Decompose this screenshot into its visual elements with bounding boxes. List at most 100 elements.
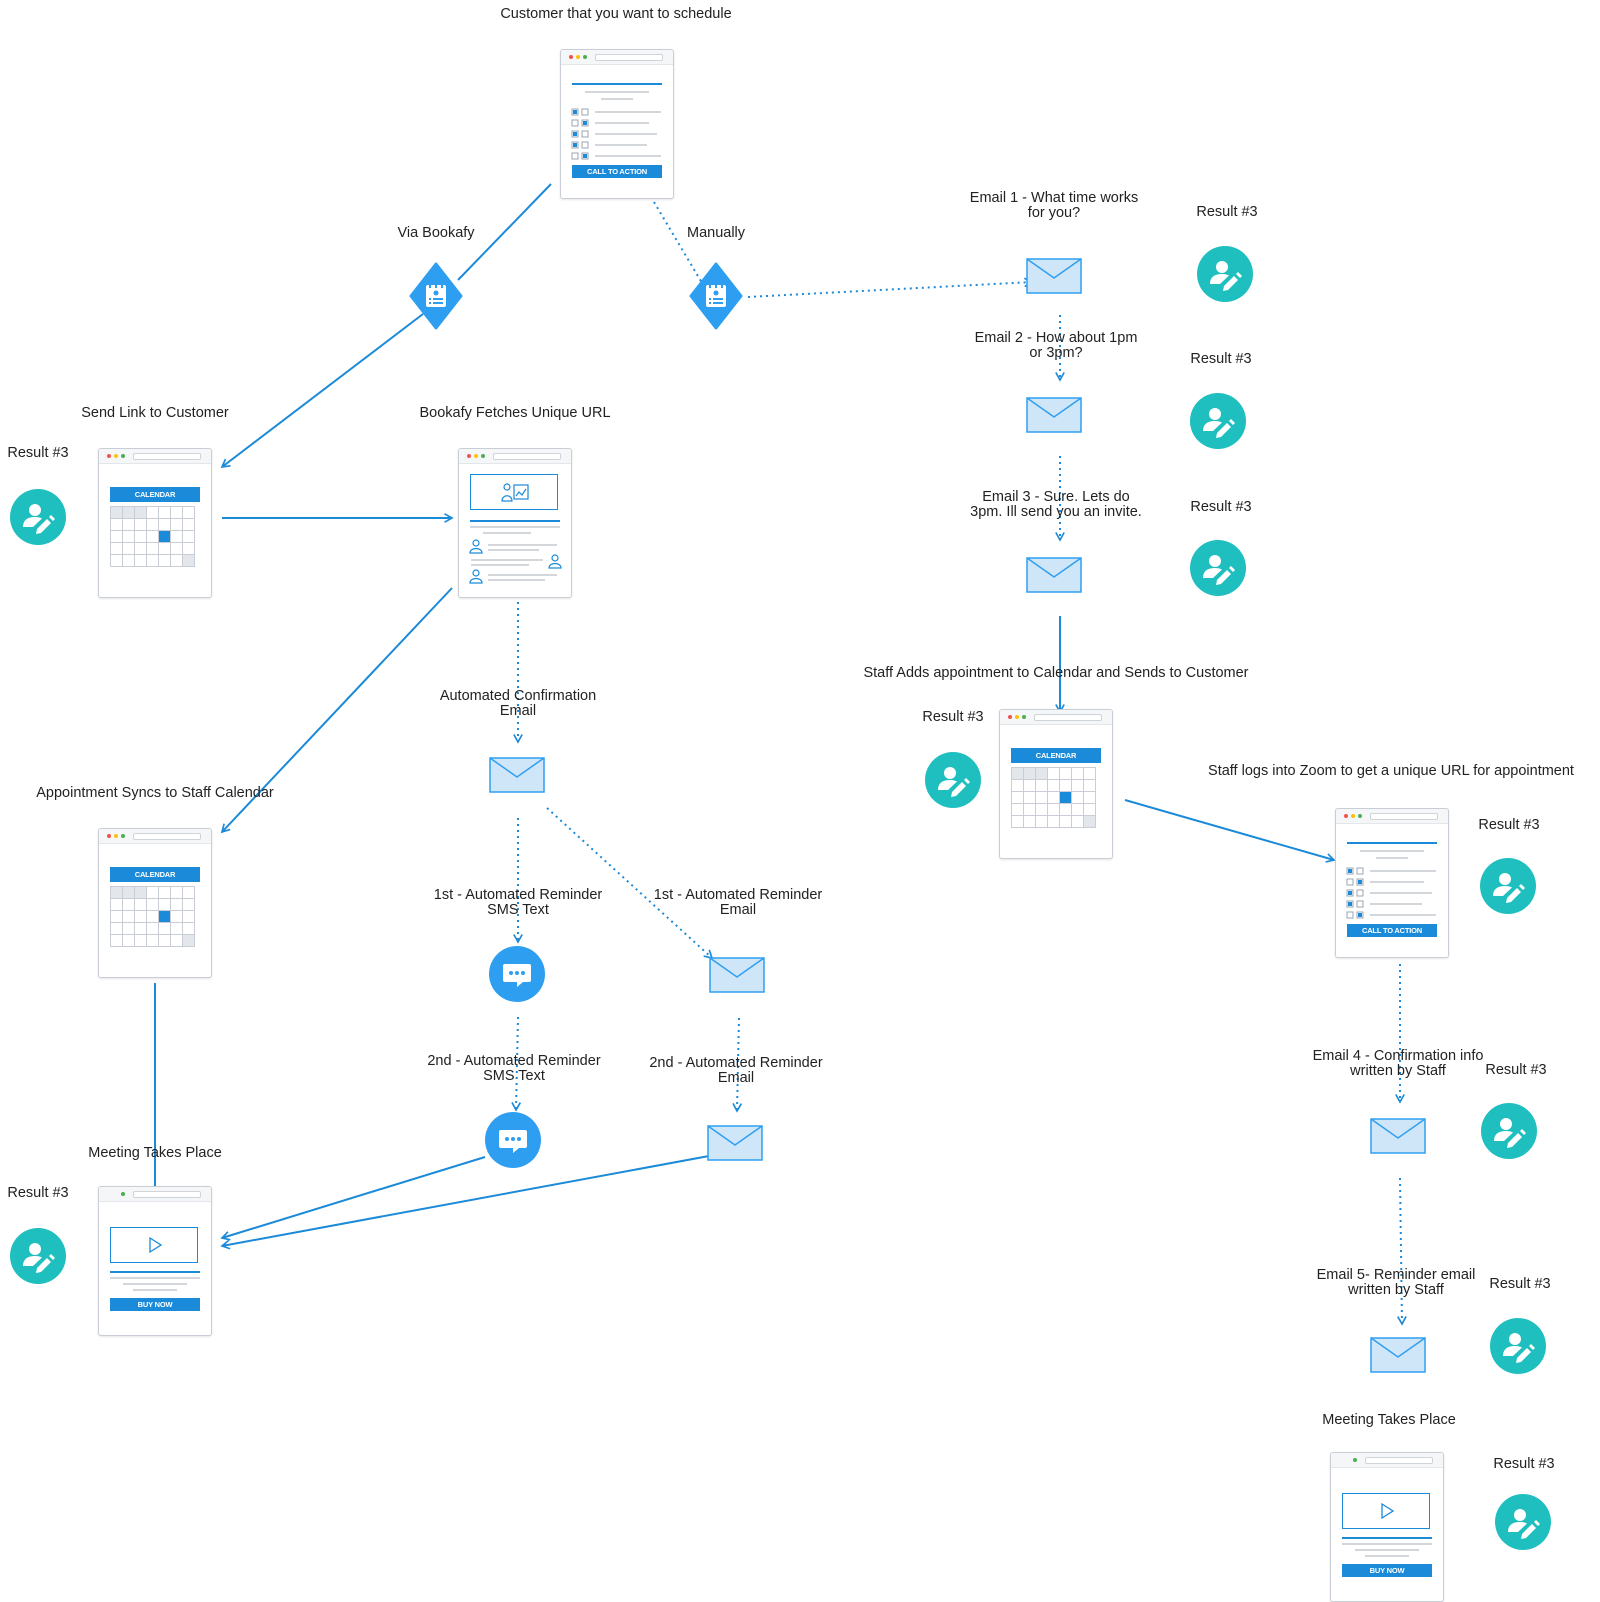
sms2-chat-bubble-icon[interactable] — [485, 1112, 541, 1168]
calendar-grid[interactable] — [1011, 767, 1096, 828]
user-edit-icon — [1197, 246, 1253, 302]
user-edit-icon — [1481, 1103, 1537, 1159]
text-line — [470, 526, 560, 528]
staff-adds-label: Staff Adds appointment to Calendar and S… — [863, 665, 1249, 681]
window-dot-green — [121, 1192, 125, 1196]
send-link-label: Send Link to Customer — [81, 405, 229, 421]
window-dot-green — [121, 834, 125, 838]
send-link-calendar-page[interactable]: CALENDAR — [98, 448, 212, 598]
calendar-grid[interactable] — [110, 506, 195, 567]
result-label: Result #3 — [1196, 204, 1258, 220]
email5-envelope-icon[interactable] — [1370, 1337, 1426, 1373]
email3-envelope-icon[interactable] — [1026, 557, 1082, 593]
link-fetch-sync — [222, 587, 453, 832]
window-dot-red — [1008, 715, 1012, 719]
user-edit-icon — [10, 489, 66, 545]
people-list — [469, 539, 562, 584]
window-dot-green — [1022, 715, 1026, 719]
browser-bar — [99, 1187, 211, 1202]
link-bookafy-send-link — [222, 313, 424, 467]
calendar-header: CALENDAR — [110, 487, 200, 502]
user-edit-icon — [1490, 1318, 1546, 1374]
email2-envelope-icon[interactable] — [1026, 397, 1082, 433]
link-confirm-email-rem1 — [546, 807, 712, 958]
link-staff-zoom — [1124, 799, 1334, 860]
window-dot-yellow — [114, 454, 118, 458]
result-label: Result #3 — [7, 1185, 69, 1201]
window-dot-green — [1353, 1458, 1357, 1462]
fetch-url-label: Bookafy Fetches Unique URL — [419, 405, 611, 421]
result-label: Result #3 — [922, 709, 984, 725]
result-label: Result #3 — [1478, 817, 1540, 833]
browser-bar — [1331, 1453, 1443, 1468]
meeting-video-page[interactable]: BUY NOW — [98, 1186, 212, 1336]
checklist — [571, 108, 661, 160]
play-icon — [1381, 1502, 1395, 1520]
sms1-chat-bubble-icon[interactable] — [489, 946, 545, 1002]
browser-bar — [459, 449, 571, 464]
window-dot-yellow — [1351, 814, 1355, 818]
user-edit-icon — [10, 1228, 66, 1284]
window-dot-yellow — [474, 454, 478, 458]
address-bar — [133, 833, 201, 840]
meeting-left-label: Meeting Takes Place — [88, 1145, 222, 1161]
via-bookafy-label: Via Bookafy — [397, 225, 475, 241]
reminder2-envelope-icon[interactable] — [707, 1125, 763, 1161]
zoom-url-page[interactable]: CALL TO ACTION — [1335, 808, 1449, 958]
user-edit-icon — [1495, 1494, 1551, 1550]
calendar-header: CALENDAR — [1011, 748, 1101, 763]
window-dot-yellow — [1015, 715, 1019, 719]
window-dot-yellow — [576, 55, 580, 59]
email4-envelope-icon[interactable] — [1370, 1118, 1426, 1154]
text-line — [1365, 1555, 1409, 1557]
address-bar — [1034, 714, 1102, 721]
browser-bar — [1000, 710, 1112, 725]
call-to-action-button[interactable]: CALL TO ACTION — [572, 165, 662, 178]
video-player[interactable] — [110, 1227, 198, 1263]
email1-envelope-icon[interactable] — [1026, 258, 1082, 294]
result-label: Result #3 — [1190, 499, 1252, 515]
heading-line — [110, 1271, 200, 1273]
window-dot-red — [569, 55, 573, 59]
zoom-label: Staff logs into Zoom to get a unique URL… — [1208, 763, 1574, 779]
call-to-action-button[interactable]: CALL TO ACTION — [1347, 924, 1437, 937]
heading-line — [572, 83, 662, 85]
customer-landing-page[interactable]: CALL TO ACTION — [560, 49, 674, 199]
text-line — [585, 91, 649, 93]
video-player[interactable] — [1342, 1493, 1430, 1529]
buy-now-button[interactable]: BUY NOW — [1342, 1564, 1432, 1577]
address-bar — [1370, 813, 1438, 820]
window-dot-green — [583, 55, 587, 59]
window-dot-yellow — [114, 834, 118, 838]
window-dot-red — [107, 454, 111, 458]
staff-adds-calendar-page[interactable]: CALENDAR — [999, 709, 1113, 859]
browser-bar — [561, 50, 673, 65]
meeting-video-page[interactable]: BUY NOW — [1330, 1452, 1444, 1602]
text-line — [1360, 850, 1424, 852]
link-customer-manually — [653, 201, 703, 284]
reminder1-envelope-icon[interactable] — [709, 957, 765, 993]
manual-notepad-diamond-icon[interactable] — [689, 262, 743, 330]
text-line — [1355, 1549, 1419, 1551]
checklist — [1346, 867, 1436, 919]
text-line — [1376, 857, 1408, 859]
confirmation-envelope-icon[interactable] — [489, 757, 545, 793]
text-line — [483, 532, 531, 534]
buy-now-button[interactable]: BUY NOW — [110, 1298, 200, 1311]
calendar-grid[interactable] — [110, 886, 195, 947]
staff-calendar-page[interactable]: CALENDAR — [98, 828, 212, 978]
window-dot-green — [121, 454, 125, 458]
bookafy-notepad-diamond-icon[interactable] — [409, 262, 463, 330]
meeting-right-label: Meeting Takes Place — [1322, 1412, 1456, 1428]
unique-url-page[interactable] — [458, 448, 572, 598]
user-edit-icon — [1480, 858, 1536, 914]
